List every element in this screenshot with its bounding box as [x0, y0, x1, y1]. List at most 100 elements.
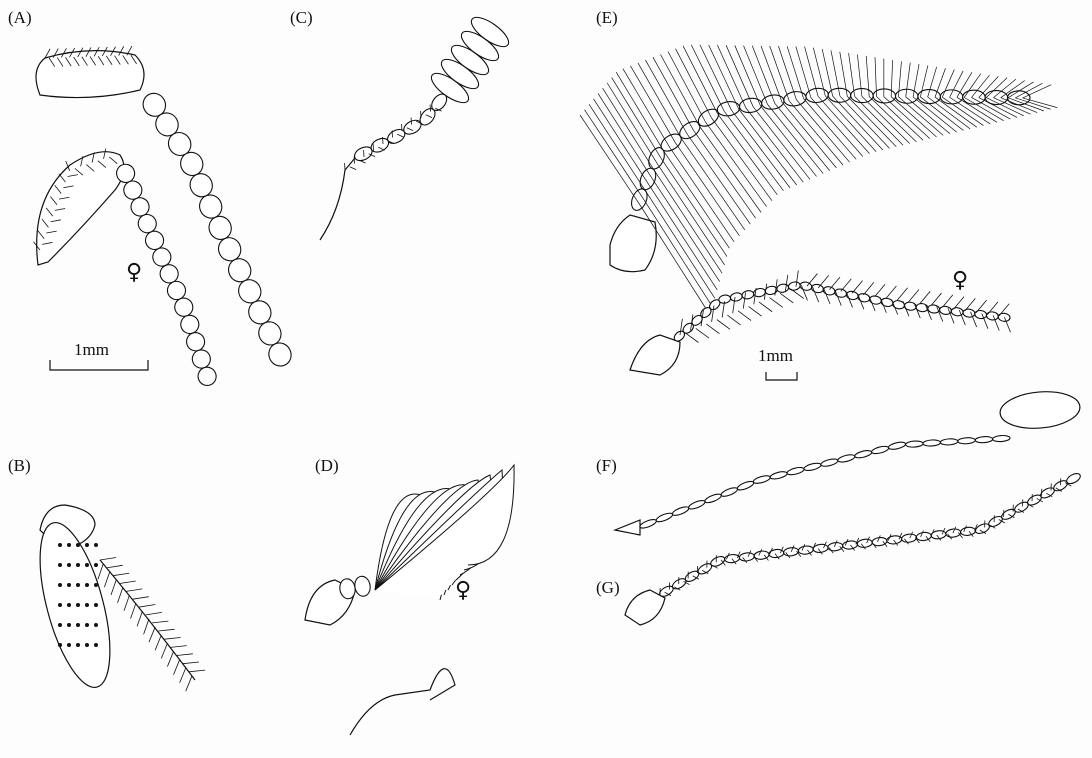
seta [882, 540, 888, 548]
seta [732, 296, 736, 314]
seta [780, 546, 784, 554]
seta [860, 543, 866, 550]
scale-label-e: 1mm [758, 346, 793, 365]
seta [958, 309, 966, 326]
seta [104, 571, 111, 588]
panel-label-c: (C) [290, 8, 313, 27]
seta [879, 297, 887, 313]
antenna-segment [655, 512, 674, 523]
seta [902, 301, 910, 317]
pectination [971, 74, 990, 98]
panel-label-d: (D) [315, 456, 339, 475]
antenna-a [33, 45, 292, 387]
sensilla-dot [76, 583, 80, 587]
antenna-segment [729, 292, 743, 302]
antenna-segment [927, 304, 941, 314]
pectination [865, 55, 870, 97]
pectination [717, 113, 778, 196]
seta [692, 575, 700, 580]
seta [866, 536, 870, 544]
pectination [857, 54, 863, 97]
panel-label-b: (B) [8, 456, 31, 475]
seta [829, 276, 841, 290]
pectination [1022, 84, 1052, 99]
seta [908, 289, 920, 303]
pectination [602, 88, 656, 172]
pectination [622, 68, 670, 148]
scale-bar-a [49, 360, 149, 371]
seta [817, 548, 823, 555]
seta [981, 313, 989, 329]
antenna-segment [630, 188, 648, 211]
club-f [999, 391, 1081, 429]
seta [97, 563, 104, 580]
antenna-segment [974, 309, 988, 320]
seta [397, 133, 404, 138]
pectination [868, 96, 917, 143]
pectination [795, 46, 812, 98]
seta [828, 547, 834, 554]
seta [114, 55, 121, 65]
seta [834, 290, 842, 306]
sensilla-dot [94, 563, 98, 567]
seta [952, 526, 957, 534]
seta [132, 596, 149, 600]
pectination [760, 105, 817, 177]
seta [67, 174, 78, 177]
pectination [912, 64, 920, 97]
seta [86, 164, 95, 172]
pectination [898, 61, 902, 97]
scape-c [319, 157, 356, 241]
antenna-segment [974, 436, 994, 444]
seta [139, 604, 156, 608]
pectination [597, 93, 653, 179]
pectination [642, 198, 713, 307]
antenna-segment [704, 493, 722, 504]
seta [823, 288, 831, 305]
scape-f [612, 519, 641, 536]
seta [891, 299, 899, 315]
seta [126, 588, 143, 592]
seta [919, 291, 931, 305]
pectination [717, 45, 747, 109]
seta [731, 558, 737, 565]
pectination [839, 95, 890, 149]
seta [46, 230, 57, 234]
seta [158, 628, 175, 632]
seta [974, 524, 978, 531]
pectination [985, 97, 1024, 117]
seta [683, 580, 690, 586]
seta [855, 537, 860, 545]
seta [182, 661, 200, 665]
pectination [651, 178, 720, 282]
seta [1017, 508, 1025, 513]
seta [695, 328, 710, 339]
scape-e [609, 214, 657, 273]
pectination [675, 48, 712, 119]
antenna-segment [1007, 90, 1031, 106]
seta [748, 306, 762, 317]
seta [160, 643, 168, 659]
seta [54, 208, 66, 211]
seta [887, 534, 892, 541]
antenna-segment [752, 475, 771, 484]
seta [758, 301, 773, 313]
pectination [738, 108, 797, 186]
seta [110, 46, 116, 57]
scape-a [35, 50, 145, 99]
pectination [660, 158, 728, 257]
pectination [743, 45, 768, 105]
sensilla-dot [85, 643, 89, 647]
seta [664, 591, 672, 596]
seta [99, 557, 117, 561]
seta [753, 555, 759, 562]
seta [33, 241, 41, 251]
pectination [667, 51, 706, 123]
seta [968, 531, 974, 538]
seta [747, 550, 752, 557]
pectination [760, 45, 783, 103]
antenna-segment [639, 519, 657, 529]
pectination [723, 111, 784, 191]
pectination [639, 204, 711, 316]
seta [785, 274, 789, 292]
